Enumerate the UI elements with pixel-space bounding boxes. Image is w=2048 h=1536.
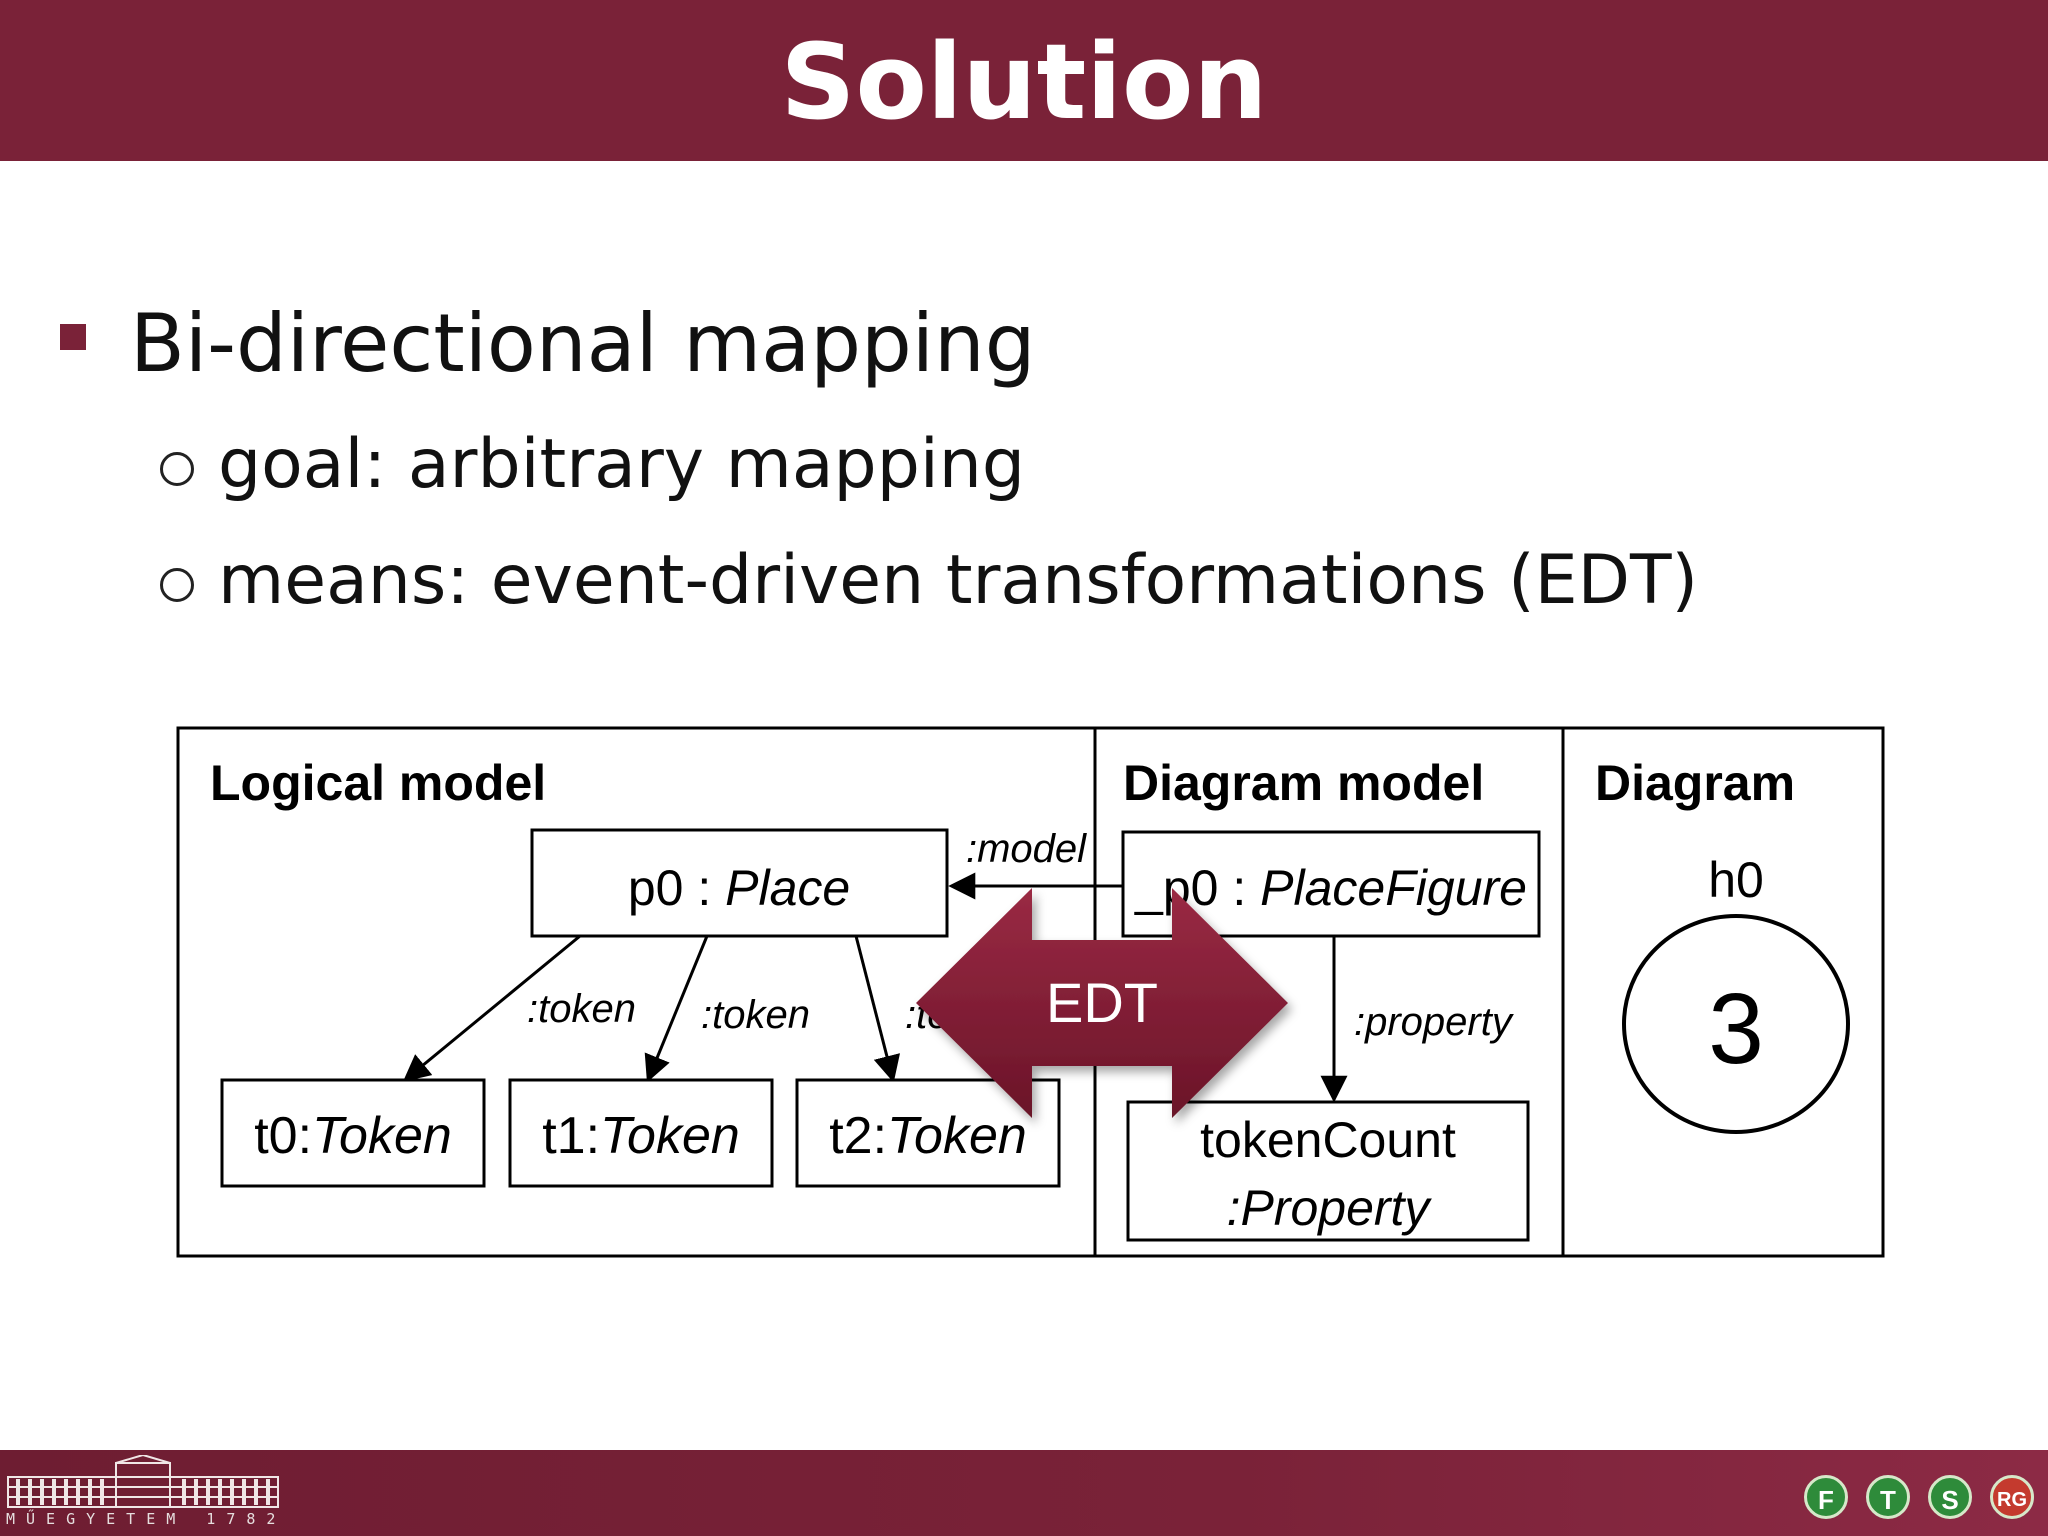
edt-arrow-shape: [916, 888, 1288, 1118]
panel-header-diagram: Diagram: [1595, 755, 1795, 811]
token-label-0: t0:Token: [254, 1107, 452, 1165]
logo-rg-icon: RG: [1990, 1475, 2034, 1519]
property-node: [1126, 1100, 1530, 1242]
logo-s-icon: S: [1928, 1475, 1972, 1519]
logo-t-icon: T: [1866, 1475, 1910, 1519]
bullet-square-icon: [60, 324, 86, 350]
edge-label-token: :token: [527, 987, 636, 1031]
place-node: [530, 828, 949, 938]
token-edge-0: [402, 934, 581, 1082]
footer-bar: [0, 1450, 2048, 1536]
panel-header-diagram-model: Diagram model: [1123, 755, 1484, 811]
bullet-circle-icon: [160, 452, 194, 486]
university-logo-icon: [7, 1455, 279, 1508]
token-node-1: [508, 1078, 774, 1188]
edge-label-token: :token: [701, 993, 810, 1037]
edge-label-model: :model: [966, 827, 1087, 871]
sub-bullet-means: means: event-driven transformations (EDT…: [218, 541, 1699, 620]
logo-f-icon: F: [1804, 1475, 1848, 1519]
token-edge-1: [644, 935, 709, 1083]
edge-label-property: :property: [1354, 1000, 1515, 1044]
edt-label: EDT: [1046, 971, 1158, 1034]
bullet-main: Bi-directional mapping: [130, 297, 1036, 390]
slide-title: Solution: [780, 21, 1268, 143]
title-bar: [0, 0, 2048, 161]
property-type: :Property: [1227, 1180, 1433, 1236]
bullet-circle-icon: [160, 568, 194, 602]
panel-header-logical: Logical model: [210, 755, 546, 811]
token-label-2: t2:Token: [829, 1107, 1027, 1165]
visual-label: h0: [1708, 852, 1764, 908]
diagram-frame: [176, 726, 1885, 1258]
token-node-0: [220, 1078, 486, 1188]
place-figure-label: _p0 : PlaceFigure: [1134, 860, 1527, 916]
token-label-1: t1:Token: [542, 1107, 740, 1165]
footer-caption: MŰEGYETEM 1782: [6, 1510, 287, 1528]
place-label: p0 : Place: [628, 860, 850, 916]
token-edge-2: [854, 935, 901, 1083]
edt-double-arrow: [916, 888, 1288, 1118]
property-name: tokenCount: [1200, 1112, 1456, 1168]
place-circle: [1622, 914, 1850, 1134]
sub-bullet-goal: goal: arbitrary mapping: [218, 425, 1026, 504]
token-count-value: 3: [1708, 973, 1764, 1085]
